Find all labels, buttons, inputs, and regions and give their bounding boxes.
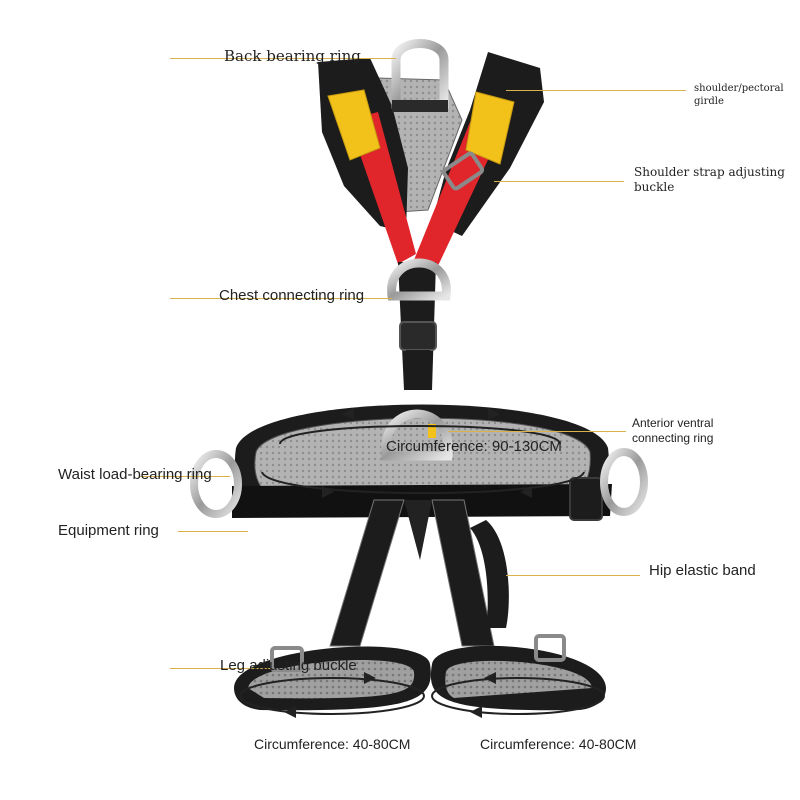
- label-shoulder-girdle-1: shoulder/pectoral: [694, 83, 784, 94]
- chest-d-ring: [387, 258, 451, 390]
- leader-back-ring: [170, 58, 396, 59]
- leader-leg-buckle: [170, 668, 270, 669]
- label-shoulder-buckle-1: Shoulder strap adjusting: [634, 165, 785, 179]
- label-leg-adjusting-buckle: Leg adjusting buckle: [220, 657, 357, 674]
- back-d-ring: [391, 39, 449, 112]
- label-waist-circumference: Circumference: 90-130CM: [386, 438, 562, 455]
- label-back-bearing-ring: Back bearing ring: [224, 47, 361, 65]
- leg-straps: [234, 499, 606, 718]
- label-equipment-ring: Equipment ring: [58, 522, 159, 539]
- leader-ventral-ring: [448, 431, 626, 432]
- label-shoulder-girdle-2: girdle: [694, 96, 724, 107]
- label-ventral-ring-1: Anterior ventral: [632, 416, 714, 430]
- label-waist-load-bearing-ring: Waist load-bearing ring: [58, 466, 212, 483]
- label-shoulder-buckle-2: buckle: [634, 180, 675, 194]
- label-hip-elastic-band: Hip elastic band: [649, 562, 756, 579]
- leader-shoulder-buckle: [494, 181, 624, 182]
- label-ventral-ring-2: connecting ring: [632, 431, 714, 445]
- label-right-leg-circumference: Circumference: 40-80CM: [480, 736, 637, 752]
- leader-waist-ring: [140, 476, 230, 477]
- label-left-leg-circumference: Circumference: 40-80CM: [254, 736, 411, 752]
- leader-equipment-ring: [178, 531, 248, 532]
- leader-hip-band: [506, 575, 640, 576]
- leader-shoulder-girdle: [506, 90, 686, 91]
- leader-chest-ring: [170, 298, 392, 299]
- label-chest-connecting-ring: Chest connecting ring: [219, 287, 365, 304]
